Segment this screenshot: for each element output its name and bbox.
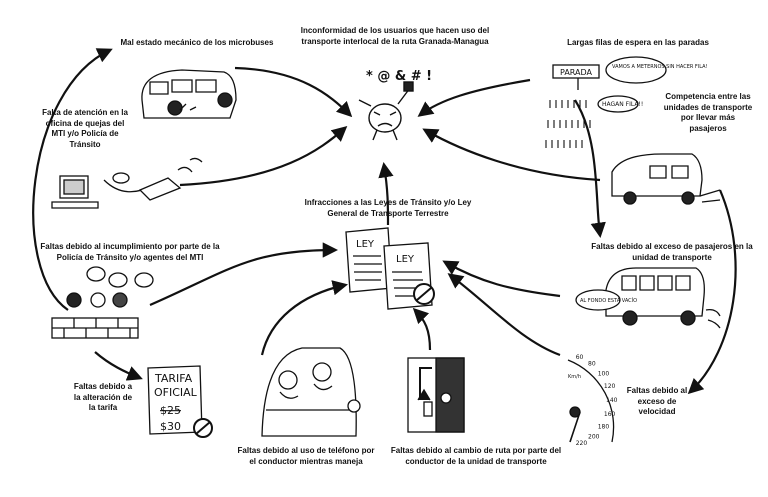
label-speed: Faltas debido al exceso de velocidad: [626, 386, 688, 416]
tarifa-title-1: TARIFA: [154, 372, 193, 385]
phone-driver-drawing: [261, 347, 361, 437]
label-phone: Faltas debido al uso de teléfono por el …: [237, 446, 375, 466]
queue-drawing: PARADA VAMOS A METERNOS SIN HACER FILA! …: [545, 56, 708, 148]
arrow-law-to-center: [378, 161, 394, 226]
label-route: Faltas debido al cambio de ruta por part…: [390, 446, 562, 466]
label-overload: Faltas debido al exceso de pasajeros en …: [591, 242, 753, 262]
arrow-tarifa-arrow: [94, 351, 143, 381]
speed-tick-label: 160: [604, 411, 616, 418]
exclaim-text: * @ & # !: [366, 69, 432, 84]
tariff-sign-drawing: TARIFA OFICIAL $25 $30: [147, 365, 213, 438]
arrows: [32, 48, 737, 395]
speed-tick-label: 200: [588, 434, 600, 441]
queue-bubble-1: VAMOS A METERNOS SIN HACER FILA!: [612, 64, 708, 70]
tarifa-old: $25: [160, 404, 181, 417]
arrow-police-to-law: [149, 242, 339, 307]
arrow-attention-to-center: [179, 125, 348, 187]
law-doc-2-title: LEY: [396, 254, 415, 265]
speed-tick-label: 120: [604, 383, 616, 390]
speed-tick-label: 220: [576, 440, 588, 447]
arrow-left-up-to-bus: [32, 48, 113, 311]
label-queues: Largas filas de espera en las paradas: [567, 38, 709, 47]
competing-buses-drawing: [611, 153, 721, 205]
arrow-queue-to-center: [417, 78, 531, 117]
label-mechanical: Mal estado mecánico de los microbuses: [120, 38, 274, 47]
label-police: Faltas debido al incumplimiento por part…: [40, 242, 220, 262]
label-attention: Falta de atención en la oficina de queja…: [42, 108, 128, 149]
arrow-queue-down: [574, 99, 606, 239]
speed-tick-label: 100: [598, 371, 610, 378]
arrow-competition-to-center: [422, 128, 601, 182]
law-doc-1-title: LEY: [356, 239, 375, 250]
speed-tick-label: 80: [588, 361, 596, 368]
overloaded-bus-drawing: AL FONDO ESTÁ VACÍO: [575, 267, 721, 329]
label-center-mid: Infracciones a las Leyes de Tránsito y/o…: [304, 198, 472, 218]
arrow-competition-to-speed: [687, 189, 737, 395]
arrow-route-to-law: [412, 307, 432, 351]
parada-sign-text: PARADA: [560, 68, 593, 77]
tarifa-title-2: OFICIAL: [154, 386, 198, 399]
speed-unit: Km/h: [568, 374, 581, 380]
tarifa-new: $30: [160, 420, 181, 433]
arrow-speed-to-law: [447, 273, 561, 357]
law-documents-drawing: LEY LEY: [345, 227, 435, 310]
speed-tick-label: 60: [576, 354, 584, 361]
microbus-drawing: [141, 69, 237, 119]
arrow-bus-to-center: [234, 66, 353, 118]
route-change-drawing: [407, 357, 465, 433]
office-drawing: [51, 157, 203, 209]
angry-user-drawing: * @ & # !: [358, 69, 432, 141]
speed-tick-label: 180: [598, 423, 610, 430]
speed-tick-label: 140: [606, 397, 618, 404]
label-center-top: Inconformidad de los usuarios que hacen …: [300, 26, 490, 46]
bus-bubble: AL FONDO ESTÁ VACÍO: [580, 297, 637, 304]
arrow-phone-to-law: [260, 280, 349, 356]
arrow-overload-to-law: [442, 260, 561, 298]
police-wall-drawing: [51, 266, 154, 339]
label-competition: Competencia entre las unidades de transp…: [663, 92, 753, 133]
label-tariff: Faltas debido a la alteración de la tari…: [73, 382, 133, 412]
queue-bubble-2: HAGAN FILA!!: [602, 101, 643, 108]
